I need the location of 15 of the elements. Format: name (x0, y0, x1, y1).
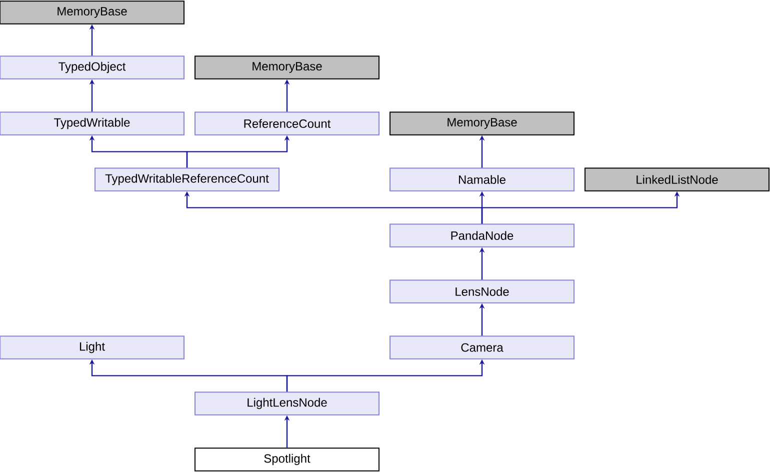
class-box: TypedWritable (0, 112, 184, 136)
class-box: ReferenceCount (194, 112, 380, 136)
class-box: MemoryBase (194, 56, 380, 80)
class-box: MemoryBase (0, 0, 184, 24)
class-box: Light (0, 336, 184, 360)
class-box: TypedObject (0, 56, 184, 80)
class-box: LightLensNode (194, 392, 380, 416)
class-box: MemoryBase (390, 112, 574, 136)
class-box: LensNode (390, 280, 574, 304)
class-box: LinkedListNode (584, 168, 770, 192)
class-box: TypedWritableReferenceCount (94, 168, 280, 192)
class-box: PandaNode (390, 224, 574, 248)
class-box: Camera (390, 336, 574, 360)
class-box: Namable (390, 168, 574, 192)
class-box: Spotlight (194, 448, 380, 472)
